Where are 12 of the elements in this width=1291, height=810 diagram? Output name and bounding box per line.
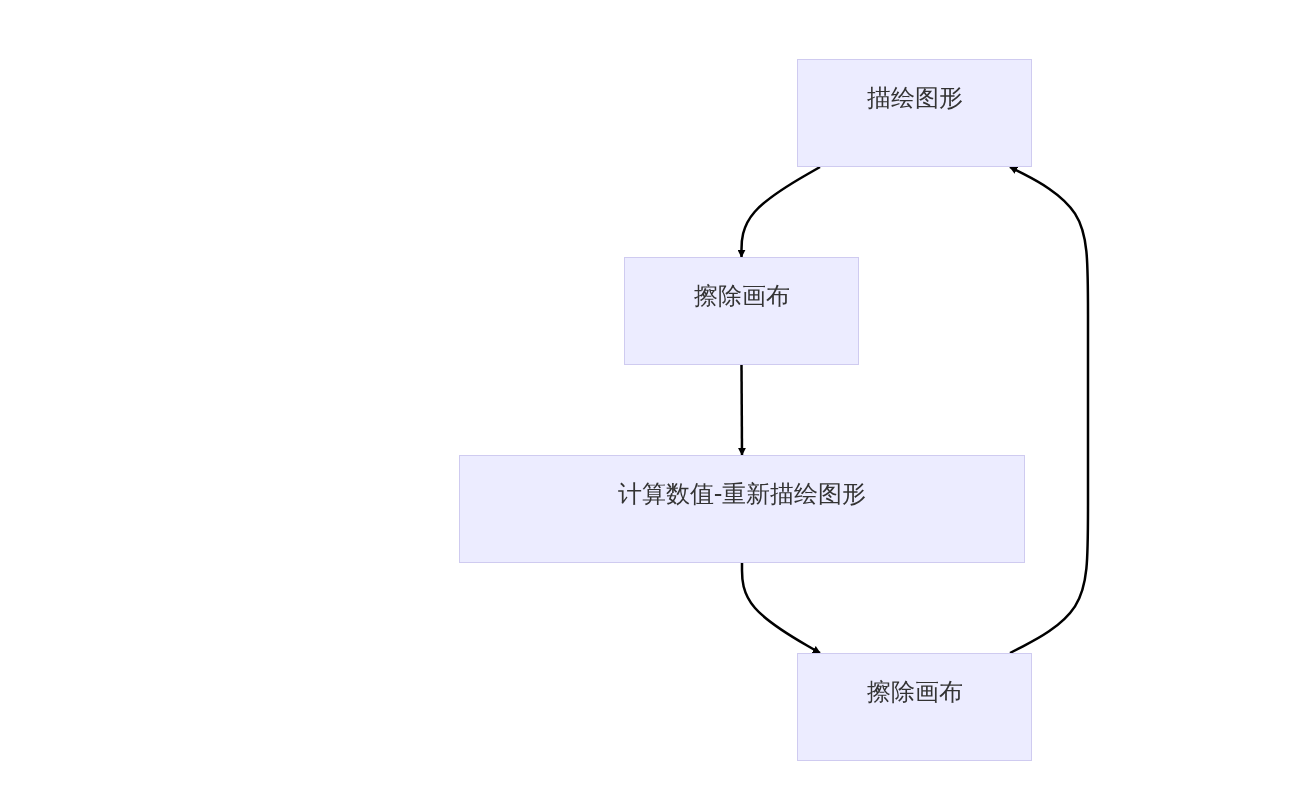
arrow <box>737 365 746 456</box>
arrow <box>737 165 821 258</box>
arrow <box>1009 165 1090 655</box>
box-label: 描绘图形 <box>866 83 963 114</box>
box-label: 擦除画布 <box>866 677 963 708</box>
process-box <box>624 257 859 365</box>
box-label: 计算数值-重新描绘图形 <box>617 479 867 510</box>
process-box <box>797 653 1032 761</box>
arrow <box>740 563 821 655</box>
process-box <box>797 59 1032 167</box>
process-box <box>459 455 1025 563</box>
box-label: 擦除画布 <box>693 281 790 312</box>
